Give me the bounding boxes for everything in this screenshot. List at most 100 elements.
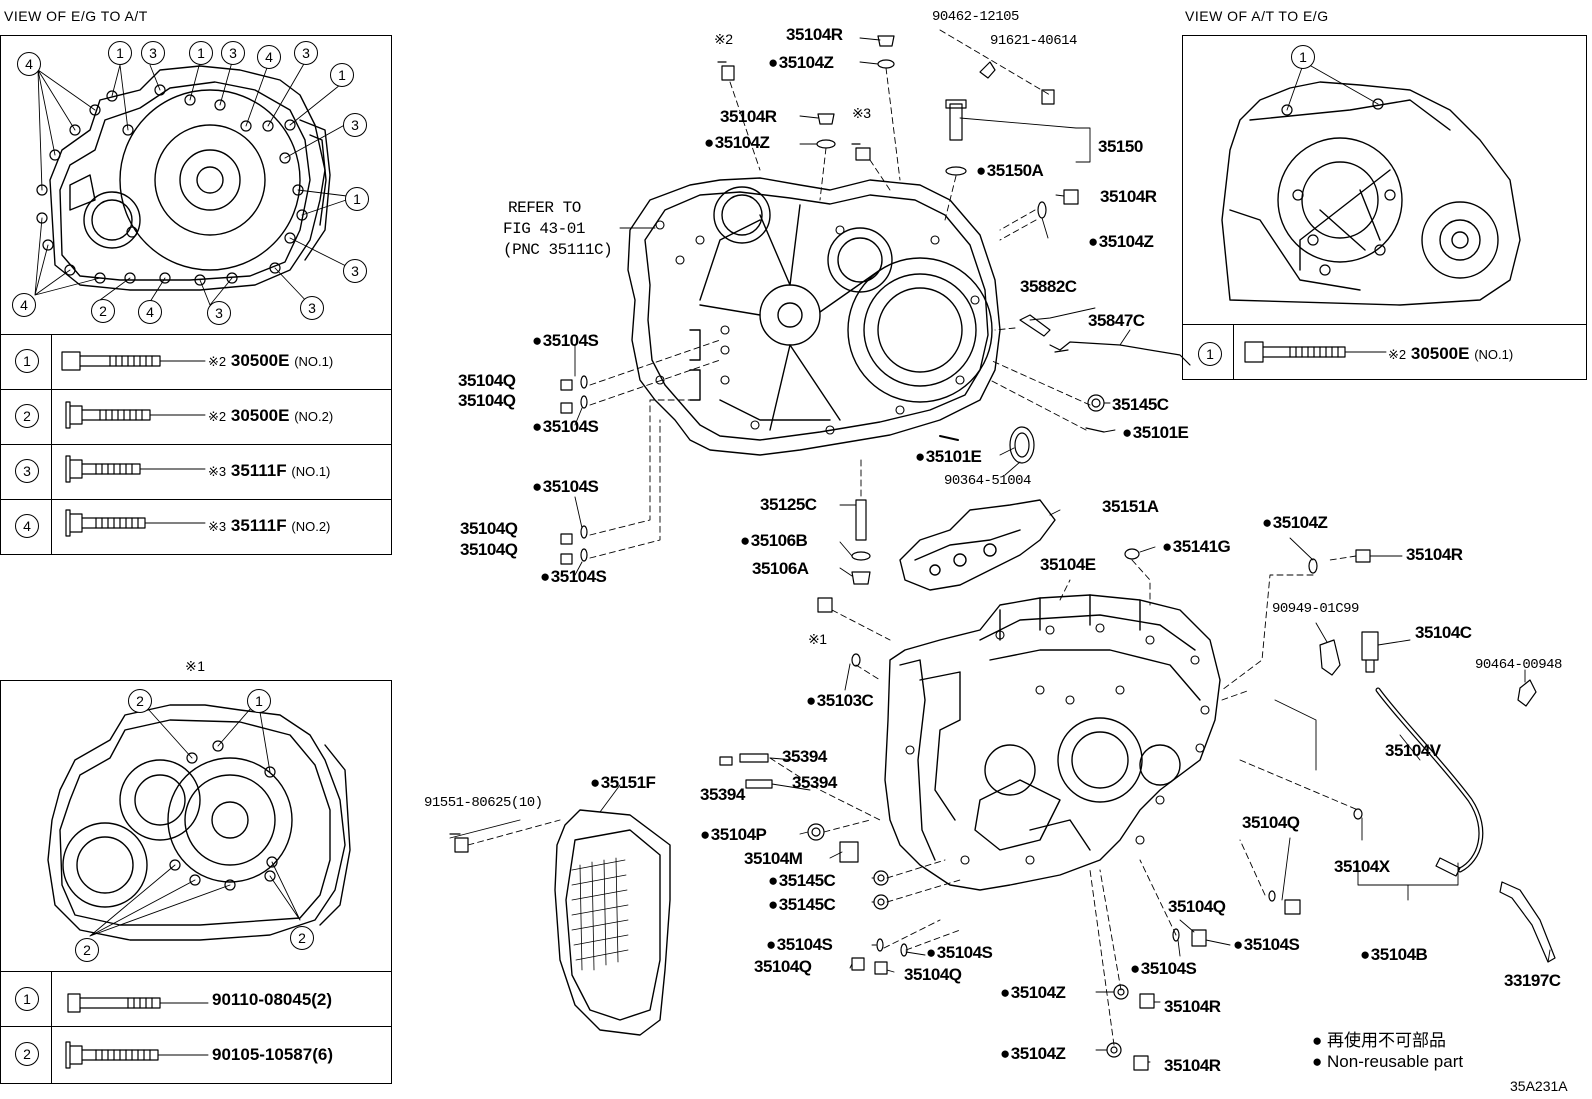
table-left-row-3-text: ※3 35111F (NO.1)	[208, 461, 330, 481]
table-left-row-4-mark: ※3	[208, 519, 227, 534]
table-left-row-4-part: 35111F	[230, 516, 287, 535]
label-35145C: 35145C	[1112, 395, 1169, 414]
label-35882C: 35882C	[1020, 277, 1077, 296]
label-35104V: 35104V	[1385, 741, 1441, 760]
label-35145C: 35145C	[768, 872, 836, 889]
label-35104Q: 35104Q	[458, 371, 516, 390]
label-91621-40614: 91621-40614	[990, 33, 1077, 49]
callout-2: 2	[75, 938, 99, 962]
label-35104Z: 35104Z	[768, 54, 834, 71]
label-note3: ※3	[852, 105, 871, 121]
label-35104Z: 35104Z	[1262, 514, 1328, 531]
label-35104R: 35104R	[1164, 1056, 1221, 1075]
label-note2: ※2	[714, 31, 733, 47]
legend-bullet-icon: ●	[1312, 1052, 1323, 1071]
callout-1: 1	[189, 41, 213, 65]
label-35104Q: 35104Q	[460, 519, 518, 538]
table-bottom-number-1: 1	[15, 987, 39, 1011]
label-35104Q: 35104Q	[458, 391, 516, 410]
view-title-at-to-eg: VIEW OF A/T TO E/G	[1185, 8, 1329, 24]
table-left-row-3-note: (NO.1)	[291, 464, 331, 479]
callout-3: 3	[207, 301, 231, 325]
table-left-row-3-mark: ※3	[208, 464, 227, 479]
table-left-row-1-note: (NO.1)	[294, 354, 334, 369]
view-eg-to-at-drawing	[34, 61, 356, 306]
table-left-row-4-note: (NO.2)	[291, 519, 331, 534]
label-35151F: 35151F	[590, 774, 656, 791]
label-35104S: 35104S	[532, 418, 599, 435]
label-35150A: 35150A	[976, 162, 1044, 179]
view-at-to-eg-panel	[1182, 35, 1587, 380]
table-right-row-1	[1183, 324, 1586, 380]
label-35104R: 35104R	[720, 107, 777, 126]
table-left-row-2-text: ※2 30500E (NO.2)	[208, 406, 333, 426]
callout-4: 4	[17, 52, 41, 76]
label-35394: 35394	[700, 785, 745, 804]
callout-4: 4	[138, 300, 162, 324]
table-bottom-row-1	[1, 971, 391, 1027]
label-91551-80625: 91551-80625(10)	[424, 795, 543, 811]
callout-2: 2	[91, 299, 115, 323]
callout-2: 2	[290, 926, 314, 950]
label-35104B: 35104B	[1360, 946, 1428, 963]
view-at-to-eg-drawing	[1221, 61, 1521, 306]
label-35104Q: 35104Q	[1168, 897, 1226, 916]
callout-1: 1	[247, 689, 271, 713]
label-35104S: 35104S	[532, 478, 599, 495]
small-parts-drawings	[449, 35, 1556, 1071]
transaxle-case-drawing	[884, 594, 1221, 891]
label-90464-00948: 90464-00948	[1475, 657, 1562, 673]
label-35104C: 35104C	[1415, 623, 1472, 642]
label-35104R: 35104R	[1406, 545, 1463, 564]
legend-bullet-icon: ●	[1312, 1031, 1323, 1050]
label-35104Z: 35104Z	[704, 134, 770, 151]
label-90949-01C99: 90949-01C99	[1272, 601, 1359, 617]
table-left-number-4: 4	[15, 514, 39, 538]
table-right-row-1-note: (NO.1)	[1474, 347, 1514, 362]
callout-3: 3	[300, 296, 324, 320]
label-35104X: 35104X	[1334, 857, 1390, 876]
table-left-row-3	[1, 444, 391, 500]
label-35141G: 35141G	[1162, 538, 1231, 555]
table-left-row-1	[1, 334, 391, 390]
callout-3: 3	[294, 41, 318, 65]
transaxle-housing-drawing	[627, 177, 1001, 456]
table-left-row-3-part: 35111F	[230, 461, 287, 480]
table-right-number-1: 1	[1198, 342, 1222, 366]
label-35104Q: 35104Q	[754, 957, 812, 976]
table-left-row-1-part: 30500E	[230, 351, 290, 370]
figure-id: 35A231A	[1510, 1078, 1568, 1094]
refer-line-2: FIG 43-01	[503, 220, 585, 238]
table-right-row-1-part: 30500E	[1410, 344, 1470, 363]
label-90364-51004: 90364-51004	[944, 473, 1031, 489]
table-bottom-number-2: 2	[15, 1042, 39, 1066]
valve-body-cover-drawing	[899, 499, 1056, 591]
table-right-column-divider	[1233, 324, 1234, 379]
view-title-note1: ※1	[185, 658, 206, 674]
label-note1: ※1	[808, 631, 827, 647]
label-35106B: 35106B	[740, 532, 808, 549]
view-title-eg-to-at: VIEW OF E/G TO A/T	[4, 8, 148, 24]
view-note1-panel	[0, 680, 392, 1084]
callout-1: 1	[108, 41, 132, 65]
table-right-row-1-text: ※2 30500E (NO.1)	[1388, 344, 1513, 364]
callout-1: 1	[1291, 45, 1315, 69]
callout-3: 3	[343, 259, 367, 283]
label-35151A: 35151A	[1102, 497, 1159, 516]
label-35104Z: 35104Z	[1000, 984, 1066, 1001]
table-left-row-2-mark: ※2	[208, 409, 227, 424]
label-33197C: 33197C	[1504, 971, 1561, 990]
label-35106A: 35106A	[752, 559, 809, 578]
bolt-drawings	[61, 341, 1387, 1069]
label-35104E: 35104E	[1040, 555, 1096, 574]
label-35101E: 35101E	[1122, 424, 1189, 441]
table-left-row-4-text: ※3 35111F (NO.2)	[208, 516, 330, 536]
label-35104R: 35104R	[1164, 997, 1221, 1016]
label-35104P: 35104P	[700, 826, 767, 843]
callout-3: 3	[141, 41, 165, 65]
table-left-row-1-text: ※2 30500E (NO.1)	[208, 351, 333, 371]
callout-3: 3	[343, 113, 367, 137]
oil-pan-drawing	[554, 809, 671, 1036]
label-35103C: 35103C	[806, 692, 874, 709]
